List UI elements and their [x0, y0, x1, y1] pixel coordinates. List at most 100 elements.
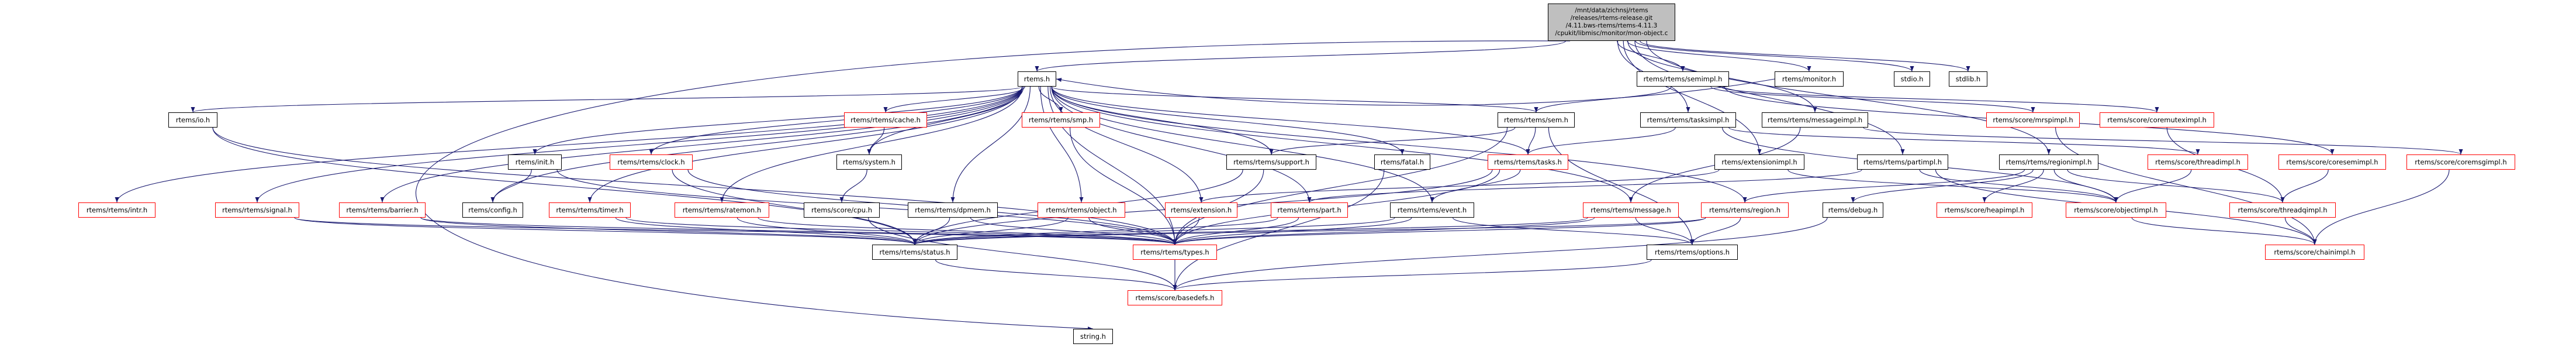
graph-node-config[interactable]: rtems/config.h [462, 202, 523, 218]
graph-node-message[interactable]: rtems/rtems/message.h [1583, 202, 1679, 218]
include-edge-src-to-partimpl [1634, 40, 1905, 155]
include-edge-region-to-options [1690, 217, 1741, 245]
include-edge-rtems_h-to-extension [1049, 86, 1204, 203]
graph-node-dpmem[interactable]: rtems/rtems/dpmem.h [908, 202, 998, 218]
graph-node-debug[interactable]: rtems/debug.h [1823, 202, 1883, 218]
include-edge-semimpl-to-coremuteximpl [1720, 86, 2159, 113]
graph-node-intr[interactable]: rtems/rtems/intr.h [78, 202, 155, 218]
include-edge-semimpl-to-sem [1534, 86, 1672, 113]
graph-node-signal[interactable]: rtems/rtems/signal.h [215, 202, 299, 218]
include-edge-src-to-rtems_h [1035, 40, 1566, 72]
include-edge-cache-to-system [867, 127, 885, 155]
include-edge-dpmem-to-types [970, 217, 1177, 245]
graph-node-timer[interactable]: rtems/rtems/timer.h [549, 202, 631, 218]
graph-node-init[interactable]: rtems/init.h [508, 154, 562, 170]
include-edge-mrspimpl-to-chainimpl [2055, 127, 2317, 245]
graph-node-part[interactable]: rtems/rtems/part.h [1271, 202, 1348, 218]
include-edge-rtems_h-to-types [1047, 86, 1177, 245]
graph-node-partimpl[interactable]: rtems/rtems/partimpl.h [1857, 154, 1948, 170]
graph-node-monitor[interactable]: rtems/monitor.h [1775, 71, 1844, 87]
graph-node-options[interactable]: rtems/rtems/options.h [1647, 245, 1738, 260]
graph-node-src-line: /mnt/data/zichnsj/rtems [1575, 6, 1648, 14]
graph-node-io[interactable]: rtems/io.h [168, 112, 217, 128]
include-edge-rtems_h-to-init [533, 86, 1023, 155]
include-edge-rtems_h-to-sem [1051, 86, 1538, 113]
include-edge-extensionimpl-to-objectimpl [1787, 169, 2118, 203]
graph-node-extensionimpl[interactable]: rtems/extensionimpl.h [1714, 154, 1804, 170]
include-edge-ratemon-to-status [737, 217, 917, 245]
include-edge-rtems_h-to-object [1040, 86, 1084, 203]
graph-node-ratemon[interactable]: rtems/rtems/ratemon.h [675, 202, 769, 218]
graph-node-src: /mnt/data/zichnsj/rtems/releases/rtems-r… [1548, 4, 1675, 41]
include-edge-src-to-regionimpl [1646, 40, 2051, 155]
graph-node-clock[interactable]: rtems/rtems/clock.h [610, 154, 693, 170]
include-edge-src-to-extensionimpl [1623, 40, 1762, 155]
graph-node-region[interactable]: rtems/rtems/region.h [1701, 202, 1789, 218]
include-edge-src-to-monitor [1627, 40, 1811, 72]
graph-node-string_h: string.h [1073, 329, 1113, 344]
graph-node-smp[interactable]: rtems/rtems/smp.h [1022, 112, 1100, 128]
include-edge-threadqimpl-to-chainimpl [2284, 217, 2317, 245]
graph-node-types[interactable]: rtems/rtems/types.h [1133, 245, 1217, 260]
graph-node-basedefs[interactable]: rtems/score/basedefs.h [1128, 290, 1222, 305]
include-edge-dpmem-to-status [912, 217, 950, 245]
graph-node-extension[interactable]: rtems/extension.h [1165, 202, 1237, 218]
graph-node-threadqimpl[interactable]: rtems/score/threadqimpl.h [2229, 202, 2336, 218]
graph-node-fatal[interactable]: rtems/fatal.h [1374, 154, 1430, 170]
include-edge-src-to-string_h [416, 40, 1571, 331]
include-edge-status-to-basedefs [935, 259, 1177, 291]
include-edge-tasksimpl-to-threadimpl [1728, 127, 2200, 155]
include-edge-regionimpl-to-region [1742, 169, 2025, 203]
include-edge-part-to-types [1173, 217, 1299, 245]
include-edge-event-to-types [1173, 217, 1412, 245]
graph-node-tasksimpl[interactable]: rtems/rtems/tasksimpl.h [1640, 112, 1736, 128]
graph-node-rtems_h[interactable]: rtems.h [1018, 71, 1056, 87]
graph-node-system[interactable]: rtems/system.h [836, 154, 902, 170]
graph-node-coremsgimpl[interactable]: rtems/score/coremsgimpl.h [2406, 154, 2515, 170]
graph-node-heapimpl[interactable]: rtems/score/heapimpl.h [1937, 202, 2032, 218]
graph-node-semimpl[interactable]: rtems/rtems/semimpl.h [1637, 71, 1729, 87]
graph-node-coresemimpl[interactable]: rtems/score/coresemimpl.h [2278, 154, 2386, 170]
include-edge-src-to-semimpl [1617, 40, 1685, 72]
graph-node-stdio: stdio.h [1894, 71, 1930, 87]
include-edge-init-to-config [490, 169, 532, 203]
include-edge-rtems_h-to-fatal [1051, 86, 1405, 155]
include-edge-tasksimpl-to-tasks [1526, 127, 1676, 155]
include-edge-rtems_h-to-event [1051, 86, 1434, 203]
include-edge-system-to-cpu [839, 169, 867, 203]
include-edge-regionimpl-to-debug [1851, 169, 2034, 203]
graph-node-messageimpl[interactable]: rtems/rtems/messageimpl.h [1762, 112, 1868, 128]
include-edge-partimpl-to-objectimpl [1919, 169, 2118, 203]
include-edge-event-to-status [912, 217, 1395, 245]
include-edge-message-to-options [1635, 217, 1695, 245]
include-edge-ratemon-to-types [758, 217, 1177, 245]
include-edge-rtems_h-to-clock [649, 86, 1023, 155]
graph-node-mrspimpl[interactable]: rtems/score/mrspimpl.h [1986, 112, 2080, 128]
graph-node-sem[interactable]: rtems/rtems/sem.h [1498, 112, 1575, 128]
include-edge-regionimpl-to-objectimpl [2053, 169, 2118, 203]
graph-node-coremuteximpl[interactable]: rtems/score/coremuteximpl.h [2100, 112, 2214, 128]
include-edge-coresemimpl-to-threadqimpl [2280, 169, 2329, 203]
graph-node-regionimpl[interactable]: rtems/rtems/regionimpl.h [1999, 154, 2098, 170]
graph-node-object[interactable]: rtems/rtems/object.h [1038, 202, 1125, 218]
graph-node-cache[interactable]: rtems/rtems/cache.h [844, 112, 927, 128]
graph-node-tasks[interactable]: rtems/rtems/tasks.h [1488, 154, 1568, 170]
include-edge-object-to-types [1088, 217, 1177, 245]
graph-node-event[interactable]: rtems/rtems/event.h [1390, 202, 1474, 218]
include-edge-timer-to-status [615, 217, 917, 245]
graph-node-cpu[interactable]: rtems/score/cpu.h [804, 202, 880, 218]
include-edge-barrier-to-status [420, 217, 917, 245]
graph-node-support[interactable]: rtems/rtems/support.h [1226, 154, 1316, 170]
graph-node-status[interactable]: rtems/rtems/status.h [872, 245, 957, 260]
include-edge-rtems_h-to-timer [587, 86, 1023, 203]
graph-node-objectimpl[interactable]: rtems/score/objectimpl.h [2066, 202, 2166, 218]
include-edge-smp-to-types [1070, 127, 1177, 245]
graph-node-chainimpl[interactable]: rtems/score/chainimpl.h [2265, 245, 2364, 260]
include-edge-partimpl-to-part [1307, 169, 1862, 203]
graph-node-barrier[interactable]: rtems/rtems/barrier.h [339, 202, 426, 218]
include-edge-rtems_h-to-intr [115, 86, 1023, 203]
graph-node-threadimpl[interactable]: rtems/score/threadimpl.h [2148, 154, 2248, 170]
include-edge-src-to-stdlib [1640, 40, 1970, 72]
include-edge-rtems_h-to-smp [1038, 86, 1063, 113]
